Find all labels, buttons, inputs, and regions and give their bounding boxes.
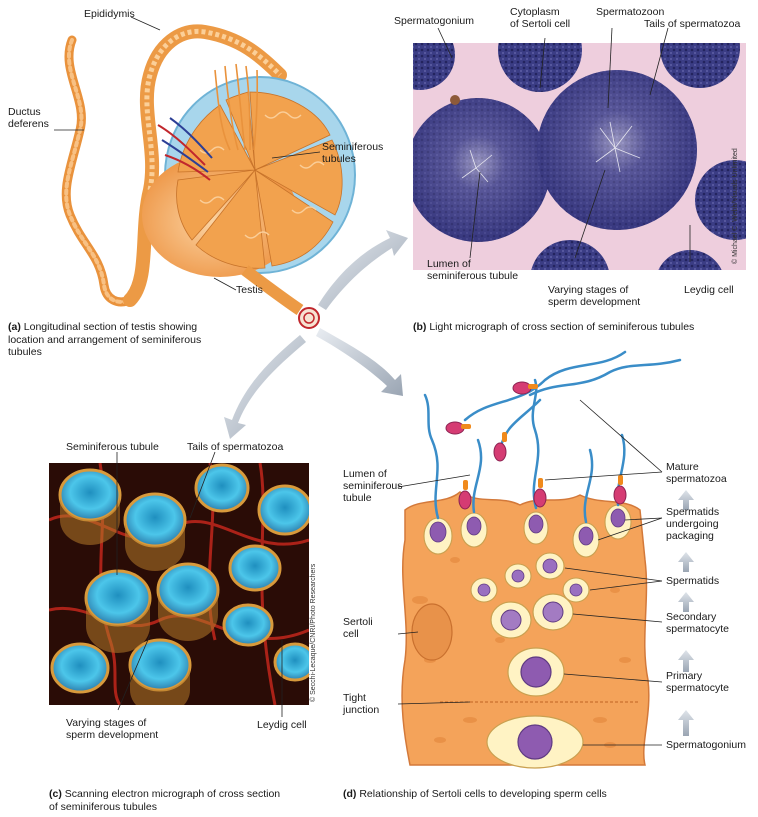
label-primary-spermatocyte: Primary spermatocyte	[666, 670, 729, 694]
label-lumen-d: Lumen of seminiferous tubule	[343, 468, 403, 504]
label-seminiferous-tubule-c: Seminiferous tubule	[66, 441, 159, 453]
label-varying-stages-c: Varying stages of sperm development	[66, 717, 158, 741]
label-spermatogonium-d: Spermatogonium	[666, 739, 746, 751]
caption-b-letter: (b)	[413, 321, 426, 333]
credit-c: © Secchi-Lecaque/CNRI/Photo Researchers	[310, 564, 317, 702]
caption-d-letter: (d)	[343, 788, 356, 800]
label-leydig-b: Leydig cell	[684, 284, 734, 296]
label-spermatids-packaging: Spermatids undergoing packaging	[666, 506, 719, 542]
label-sertoli-cytoplasm: Cytoplasm of Sertoli cell	[510, 6, 570, 30]
caption-a: (a) Longitudinal section of testis showi…	[8, 321, 201, 359]
label-varying-stages-b: Varying stages of sperm development	[548, 284, 640, 308]
caption-d-text: Relationship of Sertoli cells to develop…	[359, 788, 606, 800]
label-lumen-b: Lumen of seminiferous tubule	[427, 258, 518, 282]
label-spermatids: Spermatids	[666, 575, 719, 587]
caption-b: (b) Light micrograph of cross section of…	[413, 321, 694, 334]
label-leydig-c: Leydig cell	[257, 719, 307, 731]
caption-c-letter: (c)	[49, 788, 62, 800]
label-spermatogonium-b: Spermatogonium	[394, 15, 474, 27]
label-epididymis: Epididymis	[84, 8, 135, 20]
caption-c-text: Scanning electron micrograph of cross se…	[49, 788, 280, 813]
label-sertoli-cell: Sertoli cell	[343, 616, 373, 640]
caption-a-text: Longitudinal section of testis showing l…	[8, 321, 201, 358]
credit-b: © Michael C. Webb/Visuals Unlimited	[732, 148, 739, 264]
mature-spermatozoa-heads	[446, 382, 626, 509]
label-spermatozoon: Spermatozoon	[596, 6, 664, 18]
sertoli-schematic	[402, 352, 680, 768]
label-tails-b: Tails of spermatozoa	[644, 18, 740, 30]
label-tight-junction: Tight junction	[343, 692, 379, 716]
label-seminiferous-tubules: Seminiferous tubules	[322, 141, 383, 165]
testis-illustration	[66, 31, 355, 328]
label-mature-spermatozoa: Mature spermatozoa	[666, 461, 727, 485]
label-ductus-deferens: Ductus deferens	[8, 106, 49, 130]
caption-a-letter: (a)	[8, 321, 21, 333]
label-tails-c: Tails of spermatozoa	[187, 441, 283, 453]
label-testis: Testis	[236, 284, 263, 296]
caption-d: (d) Relationship of Sertoli cells to dev…	[343, 788, 607, 801]
caption-c: (c) Scanning electron micrograph of cros…	[49, 788, 280, 813]
scanning-electron-micrograph	[49, 463, 315, 715]
label-secondary-spermatocyte: Secondary spermatocyte	[666, 611, 729, 635]
caption-b-text: Light micrograph of cross section of sem…	[429, 321, 694, 333]
